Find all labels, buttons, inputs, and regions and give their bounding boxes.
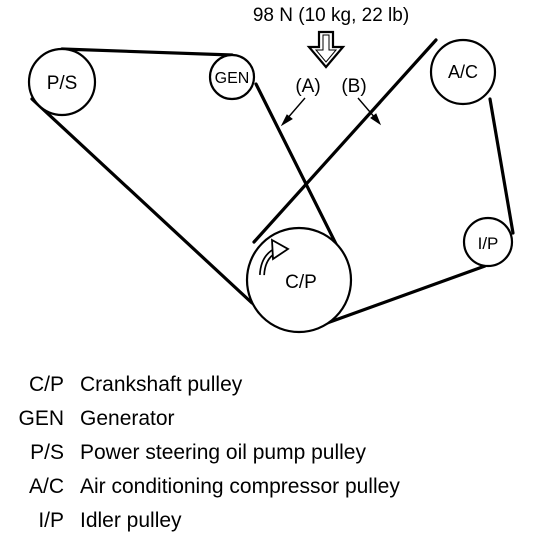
legend-item-ac: A/C Air conditioning compressor pulley xyxy=(0,470,544,504)
force-label: 98 N (10 kg, 22 lb) xyxy=(253,5,409,26)
pulley-ip-circle xyxy=(462,216,514,268)
force-arrow-icon xyxy=(306,30,346,69)
legend-description: Power steering oil pump pulley xyxy=(80,441,366,464)
point-b-pointer-arrow xyxy=(357,97,382,126)
pulley-gen-label: GEN xyxy=(215,70,250,87)
belt-cp-to-ac-span-b xyxy=(252,38,438,244)
legend-description: Air conditioning compressor pulley xyxy=(80,475,400,498)
pulley-gen: GEN xyxy=(208,53,256,101)
legend-item-cp: C/P Crankshaft pulley xyxy=(0,368,544,402)
pulley-cp-label: C/P xyxy=(285,272,317,293)
pulley-gen-circle xyxy=(208,53,256,101)
legend-item-ip: I/P Idler pulley xyxy=(0,504,544,538)
pulley-ac-label: A/C xyxy=(448,62,478,82)
point-b-label: (B) xyxy=(341,76,366,97)
pulley-ps-circle xyxy=(27,47,97,117)
legend-item-gen: GEN Generator xyxy=(0,402,544,436)
pulley-ip: I/P xyxy=(462,216,514,268)
belt-ac-to-ip xyxy=(488,97,515,235)
pulley-ps: P/S xyxy=(27,47,97,117)
legend-description: Generator xyxy=(80,407,175,430)
legend-description: Crankshaft pulley xyxy=(80,373,243,396)
belt-ip-to-cp xyxy=(314,264,487,329)
legend-abbr: GEN xyxy=(18,407,64,430)
legend-abbr: C/P xyxy=(28,373,64,396)
pulley-ac-circle xyxy=(429,38,497,106)
legend: C/P Crankshaft pulley GEN Generator P/S … xyxy=(0,368,544,538)
pulley-ac: A/C xyxy=(429,38,497,106)
belt-ps-to-gen xyxy=(60,47,234,57)
legend-abbr: A/C xyxy=(28,475,64,498)
point-a-label: (A) xyxy=(295,76,320,97)
pulley-ps-label: P/S xyxy=(47,73,78,94)
rotation-arrow-icon xyxy=(259,238,290,276)
point-a-pointer-arrow xyxy=(280,97,306,127)
pulley-cp: C/P xyxy=(245,226,353,334)
legend-description: Idler pulley xyxy=(80,509,182,532)
pulley-ip-label: I/P xyxy=(478,234,499,253)
legend-item-ps: P/S Power steering oil pump pulley xyxy=(0,436,544,470)
belt-routing-diagram: P/S GEN A/C I/P C/P 98 N (10 kg, 22 lb) … xyxy=(27,5,515,334)
belt-gen-to-cp-span-a xyxy=(254,82,346,262)
belt-ps-to-cp xyxy=(30,97,254,305)
legend-abbr: I/P xyxy=(38,509,64,532)
belt-paths xyxy=(30,38,515,329)
legend-abbr: P/S xyxy=(30,441,64,464)
